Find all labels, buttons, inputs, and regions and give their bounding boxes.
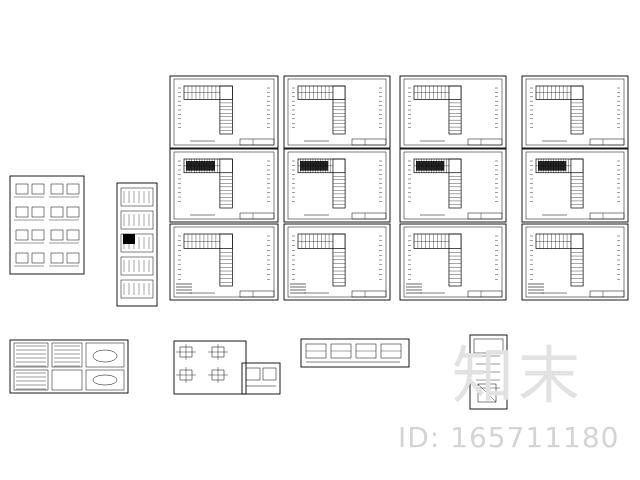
floor-plan-sheet-5 [283, 148, 391, 223]
section-strip-sheet [300, 338, 410, 368]
elevation-sheet [9, 339, 129, 394]
legend-block-1 [176, 283, 192, 294]
tall-detail-sheet [469, 334, 508, 410]
detail-sheet-left [9, 175, 85, 275]
floor-plan-sheet-11 [521, 148, 629, 223]
node-detail-sheet [173, 340, 247, 395]
legend-block-3 [406, 283, 422, 294]
section-detail-sheet [241, 362, 281, 395]
legend-block-4 [528, 283, 544, 294]
floor-plan-sheet-10 [521, 75, 629, 149]
drawing-sheets [9, 75, 629, 410]
floor-plan-sheet-2 [169, 148, 279, 223]
watermark-id: ID: 165711180 [398, 421, 620, 454]
floor-plan-sheet-6 [283, 223, 391, 301]
floor-plan-sheet-8 [399, 148, 507, 223]
floor-plan-sheet-12 [521, 223, 629, 301]
floor-plan-sheet-4 [283, 75, 391, 149]
floor-plan-sheet-9 [399, 223, 507, 301]
floor-plan-sheet-1 [169, 75, 279, 149]
stair-detail-sheet [116, 182, 158, 307]
floor-plan-sheet-7 [399, 75, 507, 149]
watermark-logo: 知末 [452, 339, 585, 412]
floor-plan-sheet-3 [169, 223, 279, 301]
legend-block-2 [290, 283, 306, 294]
